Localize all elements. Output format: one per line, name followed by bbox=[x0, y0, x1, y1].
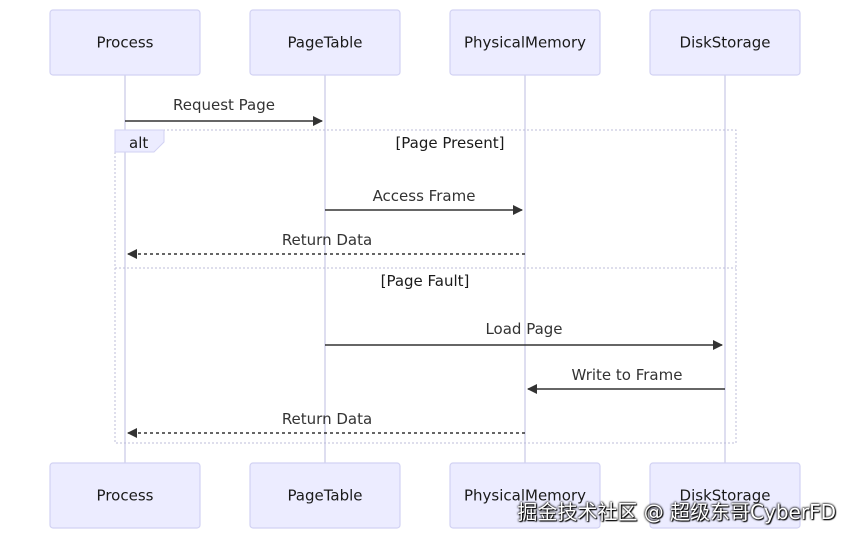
message-label: Request Page bbox=[173, 96, 275, 114]
message-request-page: Request Page bbox=[125, 96, 323, 126]
actor-label: DiskStorage bbox=[680, 487, 771, 505]
message-label: Access Frame bbox=[373, 187, 476, 205]
message-label: Return Data bbox=[282, 231, 372, 249]
actor-top-diskstorage: DiskStorage bbox=[649, 9, 801, 76]
actor-bottom-physicalmemory: PhysicalMemory bbox=[449, 462, 601, 529]
message-label: Write to Frame bbox=[572, 366, 683, 384]
fragment-condition-page-fault: [Page Fault] bbox=[381, 272, 470, 290]
watermark: 掘金技术社区 @ 超级东哥CyberFD bbox=[517, 500, 836, 524]
fragment-condition-page-present: [Page Present] bbox=[395, 134, 504, 152]
actor-bottom-diskstorage: DiskStorage bbox=[649, 462, 801, 529]
message-label: Return Data bbox=[282, 410, 372, 428]
message-load-page: Load Page bbox=[325, 320, 723, 350]
actor-label: PhysicalMemory bbox=[464, 34, 586, 52]
actor-top-process: Process bbox=[49, 9, 201, 76]
actor-top-pagetable: PageTable bbox=[249, 9, 401, 76]
actor-label: PageTable bbox=[287, 487, 362, 505]
actor-label: Process bbox=[97, 34, 154, 52]
message-write-to-frame: Write to Frame bbox=[527, 366, 725, 394]
actor-bottom-pagetable: PageTable bbox=[249, 462, 401, 529]
message-return-data-2: Return Data bbox=[127, 410, 525, 438]
fragment-tab bbox=[114, 129, 165, 153]
actor-bottom-process: Process bbox=[49, 462, 201, 529]
alt-fragment: alt [Page Present] [Page Fault] bbox=[114, 129, 737, 444]
message-return-data-1: Return Data bbox=[127, 231, 525, 259]
message-label: Load Page bbox=[485, 320, 562, 338]
actor-label: Process bbox=[97, 487, 154, 505]
message-access-frame: Access Frame bbox=[325, 187, 523, 215]
fragment-keyword: alt bbox=[129, 134, 148, 152]
actor-top-physicalmemory: PhysicalMemory bbox=[449, 9, 601, 76]
actor-label: PageTable bbox=[287, 34, 362, 52]
actor-label: DiskStorage bbox=[680, 34, 771, 52]
actor-label: PhysicalMemory bbox=[464, 487, 586, 505]
